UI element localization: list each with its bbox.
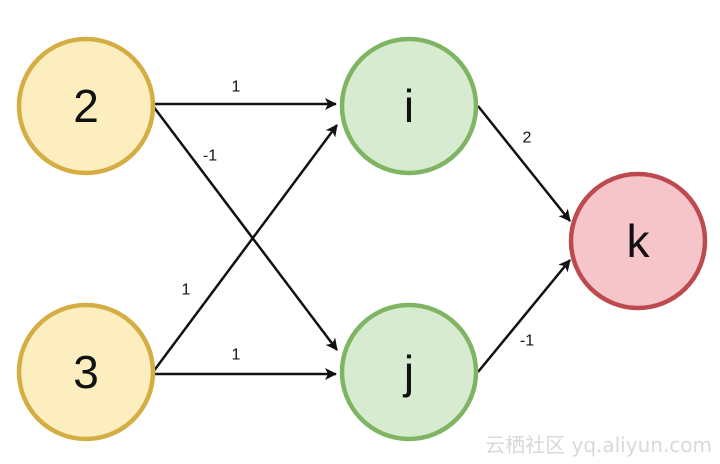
edge-j-to-k (477, 259, 571, 373)
node-2-label: 2 (73, 80, 99, 132)
node-k-circle (568, 171, 708, 311)
node-k-label: k (627, 215, 651, 267)
edge-weight-3-j: 1 (232, 347, 241, 364)
edge-2-to-j (152, 105, 338, 351)
node-j-circle (339, 302, 479, 442)
node-2: 2 (16, 36, 156, 176)
node-j-label: j (402, 346, 414, 398)
edge-weight-2-j: -1 (203, 148, 217, 165)
watermark-text: 云栖社区 yq.aliyun.com (485, 433, 712, 457)
edge-weight-3-i: 1 (182, 282, 191, 299)
node-i-circle (339, 36, 479, 176)
node-k: k (568, 171, 708, 311)
edge-weight-j-k: -1 (520, 333, 534, 350)
node-3: 3 (16, 302, 156, 442)
node-i: i (339, 36, 479, 176)
edge-weight-i-k: 2 (523, 130, 532, 147)
edge-i-to-k (477, 105, 571, 222)
edge-3-to-i (151, 124, 339, 373)
node-3-label: 3 (73, 346, 99, 398)
node-j: j (339, 302, 479, 442)
node-i-label: i (404, 80, 414, 132)
node-2-circle (16, 36, 156, 176)
edge-weight-2-i: 1 (232, 79, 241, 96)
node-3-circle (16, 302, 156, 442)
